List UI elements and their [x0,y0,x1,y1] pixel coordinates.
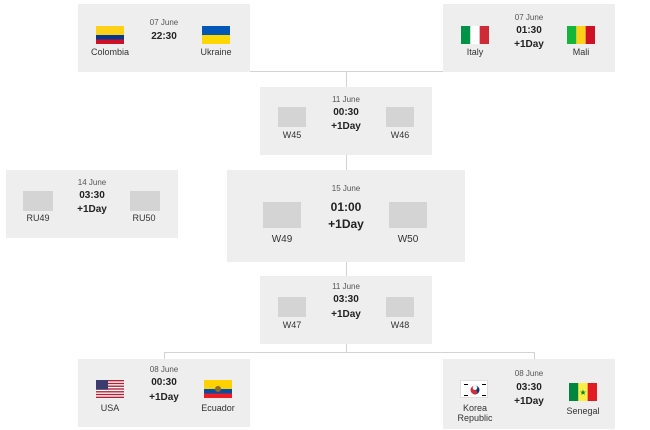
match-date: 07 June [149,18,179,27]
match-time: 22:30 [151,31,177,42]
match-day-offset: +1Day [328,217,364,231]
match-time: 00:30 [333,107,359,118]
mali-flag-icon [567,26,595,44]
team-placeholder-away [386,297,414,317]
team-name-away: Ukraine [200,47,232,57]
team-placeholder-home [23,191,53,211]
team-name-away: Ecuador [201,403,235,413]
match-semifinal-bottom[interactable]: 11 June 03:30 +1Day W47 W48 [260,276,432,344]
team-placeholder-home [263,202,301,228]
connector-bottom-right-vertical [534,352,535,359]
team-name-home-line2: Republic [457,413,493,423]
team-name-away: Mali [572,47,590,57]
team-name-home: W47 [282,320,302,330]
team-name-away: Senegal [566,406,600,416]
team-placeholder-home [278,107,306,127]
colombia-flag-icon [96,26,124,44]
match-date: 11 June [332,95,360,104]
connector-top-horizontal [164,71,535,72]
team-name-away: RU50 [132,213,156,223]
team-name-home: W45 [282,130,302,140]
match-third-place[interactable]: 14 June 03:30 +1Day RU49 RU50 [6,170,178,238]
senegal-flag-icon [569,383,597,401]
match-date: 15 June [331,184,361,193]
match-korea-senegal[interactable]: 08 June 03:30 +1Day Korea Republic Seneg… [443,359,615,429]
team-placeholder-away [386,107,414,127]
match-final[interactable]: 15 June 01:00 +1Day W49 W50 [227,170,465,262]
team-placeholder-away [389,202,427,228]
match-date: 14 June [77,178,107,187]
team-name-away: W50 [397,234,419,245]
match-italy-mali[interactable]: 07 June 01:30 +1Day Italy Mali [443,4,615,72]
connector-semi-top-to-final [346,155,347,170]
team-placeholder-away [130,191,160,211]
match-time: 00:30 [151,377,177,388]
korea-republic-flag-icon [460,380,488,398]
italy-flag-icon [461,26,489,44]
connector-bottom-horizontal [164,352,535,353]
connector-top-vertical [346,71,347,87]
match-day-offset: +1Day [331,309,361,320]
match-date: 08 June [514,369,544,378]
connector-final-to-semi-bottom [346,262,347,276]
match-day-offset: +1Day [514,396,544,407]
team-name-away: W46 [390,130,410,140]
team-placeholder-home [278,297,306,317]
match-date: 07 June [514,13,544,22]
match-time: 01:00 [330,200,362,214]
match-colombia-ukraine[interactable]: 07 June 22:30 Colombia Ukraine [78,4,250,72]
ukraine-flag-icon [202,26,230,44]
team-name-away: W48 [390,320,410,330]
connector-bottom-left-vertical [164,352,165,359]
usa-flag-icon [96,380,124,398]
match-day-offset: +1Day [77,204,107,215]
team-name-home-line1: Korea [462,403,488,413]
match-day-offset: +1Day [149,392,179,403]
team-name-home: RU49 [26,213,50,223]
team-name-home: Colombia [90,47,130,57]
match-usa-ecuador[interactable]: 08 June 00:30 +1Day USA Ecuador [78,359,250,427]
match-time: 03:30 [333,294,359,305]
team-name-home: Italy [466,47,484,57]
match-date: 08 June [149,365,179,374]
match-time: 03:30 [516,382,542,393]
match-time: 01:30 [516,25,542,36]
match-date: 11 June [332,282,360,291]
team-name-home: W49 [271,234,293,245]
ecuador-flag-icon [204,380,232,398]
match-time: 03:30 [79,190,105,201]
match-day-offset: +1Day [514,39,544,50]
connector-semi-bottom-vertical [346,344,347,352]
team-name-home: USA [100,403,120,413]
match-semifinal-top[interactable]: 11 June 00:30 +1Day W45 W46 [260,87,432,155]
match-day-offset: +1Day [331,121,361,132]
